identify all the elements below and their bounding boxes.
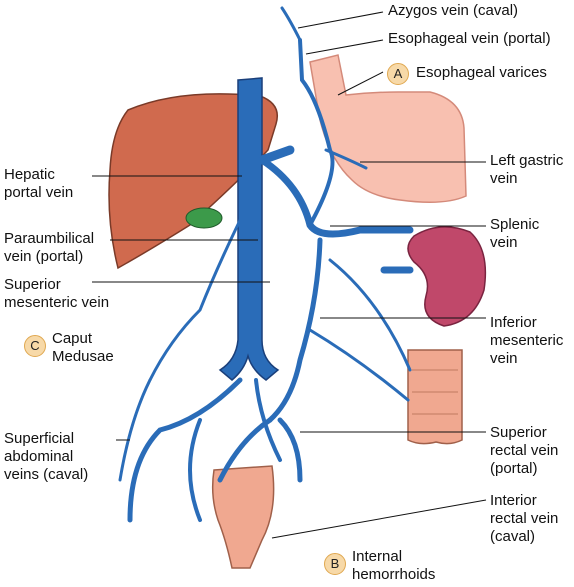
label-azygos-vein: Azygos vein (caval) [388, 2, 519, 19]
label-superior-rectal-vein: Superior rectal vein (portal) [490, 424, 559, 477]
label-splenic-vein: Splenic vein [490, 216, 540, 251]
venous-network [118, 6, 414, 523]
badge-a: A [387, 63, 409, 85]
rectum [211, 465, 275, 569]
label-interior-rectal-vein: Interior rectal vein (caval) [490, 492, 559, 545]
spleen [407, 226, 487, 327]
label-internal-hemorrhoids: Internal hemorrhoids [352, 548, 436, 583]
gallbladder [185, 207, 223, 229]
label-inferior-mesenteric-vein: Inferior mesenteric vein [490, 314, 564, 367]
stomach [309, 54, 467, 203]
label-superficial-abdominal-veins: Superficial abdominal veins (caval) [4, 430, 89, 483]
inferior-vena-cava [218, 77, 280, 381]
label-left-gastric-vein: Left gastric vein [490, 152, 564, 187]
badge-c: C [24, 335, 46, 357]
label-esophageal-vein: Esophageal vein (portal) [388, 30, 551, 47]
leader-lines [92, 11, 487, 539]
label-hepatic-portal-vein: Hepatic portal vein [4, 166, 74, 201]
label-paraumbilical-vein: Paraumbilical vein (portal) [4, 230, 95, 265]
label-caput-medusae: Caput Medusae [52, 330, 114, 365]
label-esophageal-varices: Esophageal varices [416, 64, 547, 81]
colon-segment [407, 349, 463, 445]
label-superior-mesenteric-vein: Superior mesenteric vein [4, 276, 110, 311]
badge-b: B [324, 553, 346, 575]
